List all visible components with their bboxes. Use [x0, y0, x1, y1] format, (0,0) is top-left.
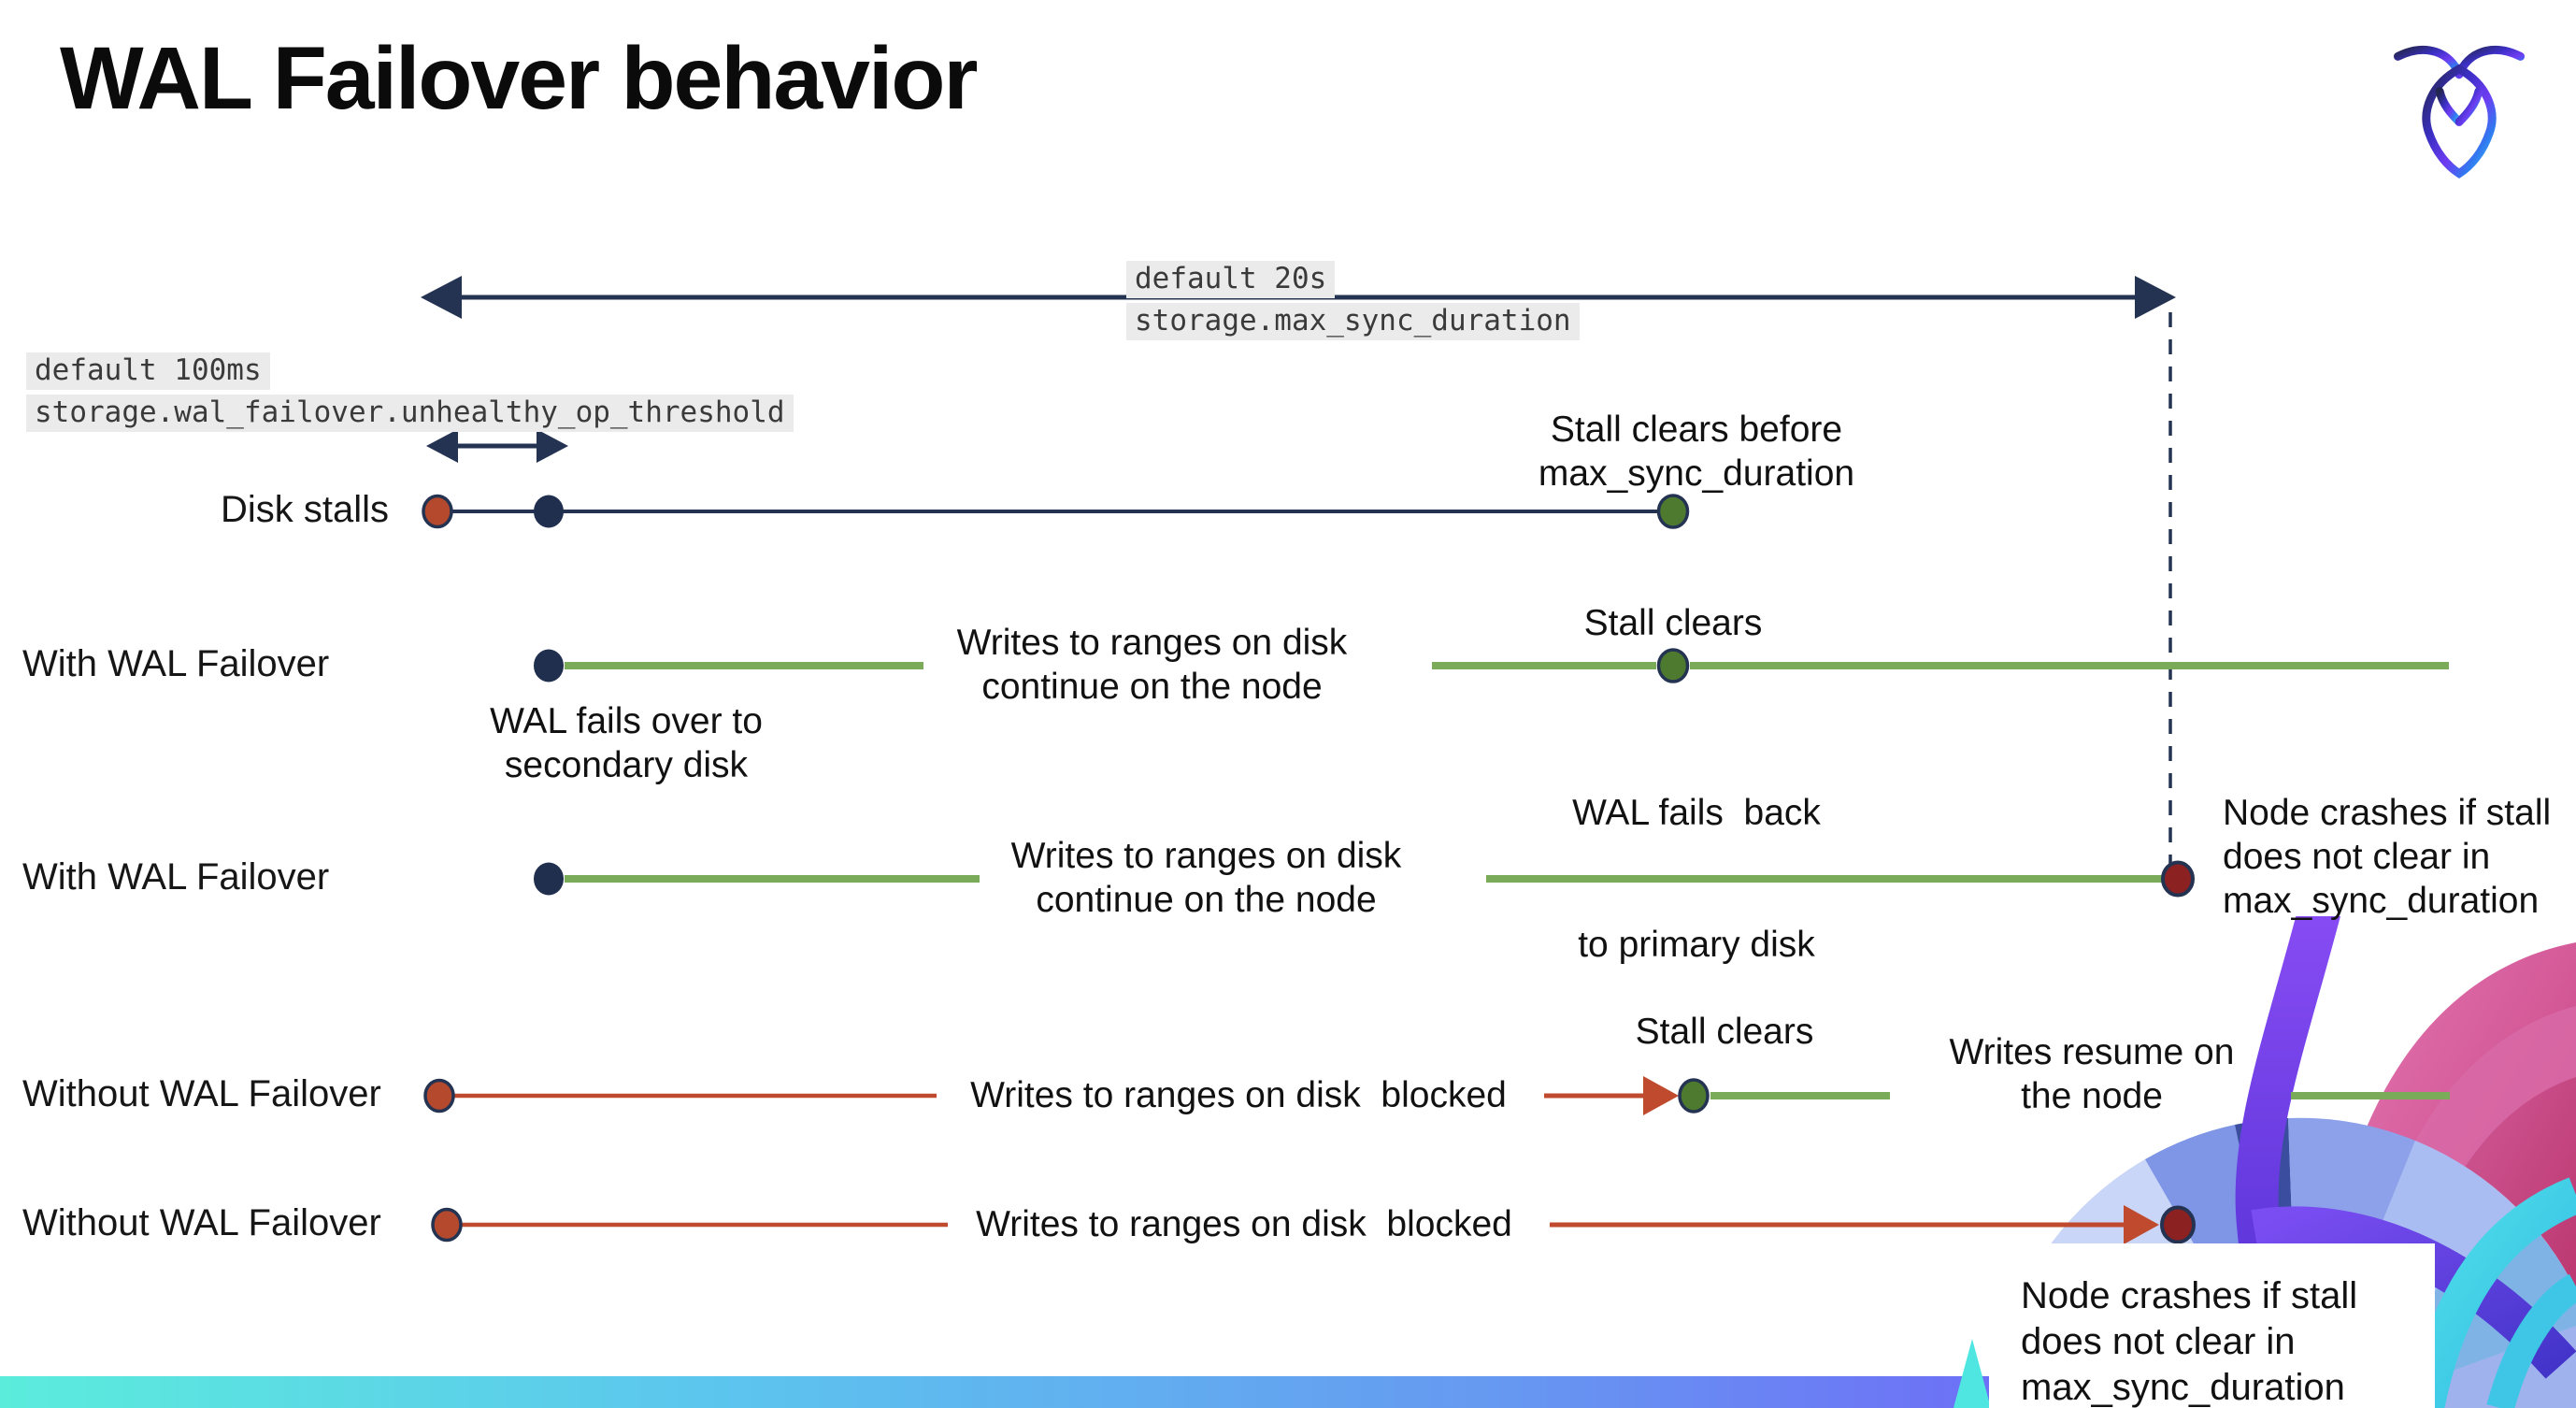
row-label-without-wal-2: Without WAL Failover: [22, 1202, 381, 1243]
stall-start-dot: [423, 1078, 455, 1113]
cockroachdb-logo-icon: [2393, 45, 2526, 179]
callout-writes-resume: Writes resume on the node: [1949, 1032, 2235, 1116]
unhealthy-op-setting-label: default 100ms storage.wal_failover.unhea…: [26, 352, 794, 437]
callout-writes-continue-1: Writes to ranges on disk continue on the…: [956, 623, 1348, 707]
callout-node-crashes-2: Node crashes if stall does not clear in …: [2021, 1275, 2358, 1408]
threshold-dot: [534, 495, 564, 528]
node-crash-dot: [2160, 1205, 2196, 1244]
cyan-spike: [1953, 1339, 1991, 1408]
callout-writes-continue-2: Writes to ranges on disk continue on the…: [1010, 836, 1402, 920]
arrowhead-right-icon: [537, 429, 568, 463]
page-title: WAL Failover behavior: [60, 29, 978, 128]
stall-start-dot: [422, 494, 453, 529]
stall-clears-dot: [1656, 648, 1690, 683]
stall-clears-dot: [1678, 1078, 1710, 1113]
callout-stall-clears-before: Stall clears before max_sync_duration: [1538, 409, 1855, 494]
node-crash-dot: [2161, 860, 2195, 898]
row-label-disk-stalls: Disk stalls: [221, 489, 390, 530]
callout-stall-clears-1: Stall clears: [1583, 603, 1763, 643]
callout-stall-clears-2: Stall clears: [1635, 1012, 1814, 1052]
row-label-with-wal-2: With WAL Failover: [22, 856, 330, 898]
callout-wal-fails-over: WAL fails over to secondary disk: [490, 701, 763, 785]
cyan-band-2: [2486, 1273, 2576, 1408]
failover-dot: [534, 649, 564, 682]
setting-name: storage.max_sync_duration: [1126, 303, 1580, 340]
stall-start-dot: [431, 1207, 463, 1243]
row-label-without-wal-1: Without WAL Failover: [22, 1073, 381, 1114]
arrowhead-left-icon: [426, 429, 458, 463]
setting-default-value: default 100ms: [26, 352, 270, 390]
callout-box: [1989, 1243, 2435, 1408]
row-label-with-wal-1: With WAL Failover: [22, 643, 330, 684]
callout-wal-fails-back: WAL fails back to primary disk: [1572, 793, 1821, 965]
stall-clears-dot: [1656, 494, 1690, 529]
failover-dot: [534, 862, 564, 896]
setting-default-value: default 20s: [1126, 261, 1336, 298]
max-sync-setting-label: default 20s storage.max_sync_duration: [1126, 261, 1580, 345]
arrowhead-right-icon: [2135, 276, 2176, 319]
arrowhead-right-icon: [1643, 1076, 1679, 1115]
callout-writes-blocked-2: Writes to ranges on disk blocked: [976, 1204, 1512, 1244]
callout-node-crashes-1: Node crashes if stall does not clear in …: [2223, 793, 2552, 921]
cyan-band-1: [2407, 1177, 2576, 1408]
arrowhead-right-icon: [2124, 1205, 2159, 1244]
callout-writes-blocked-1: Writes to ranges on disk blocked: [970, 1075, 1507, 1115]
setting-name: storage.wal_failover.unhealthy_op_thresh…: [26, 395, 794, 432]
arrowhead-left-icon: [421, 276, 462, 319]
